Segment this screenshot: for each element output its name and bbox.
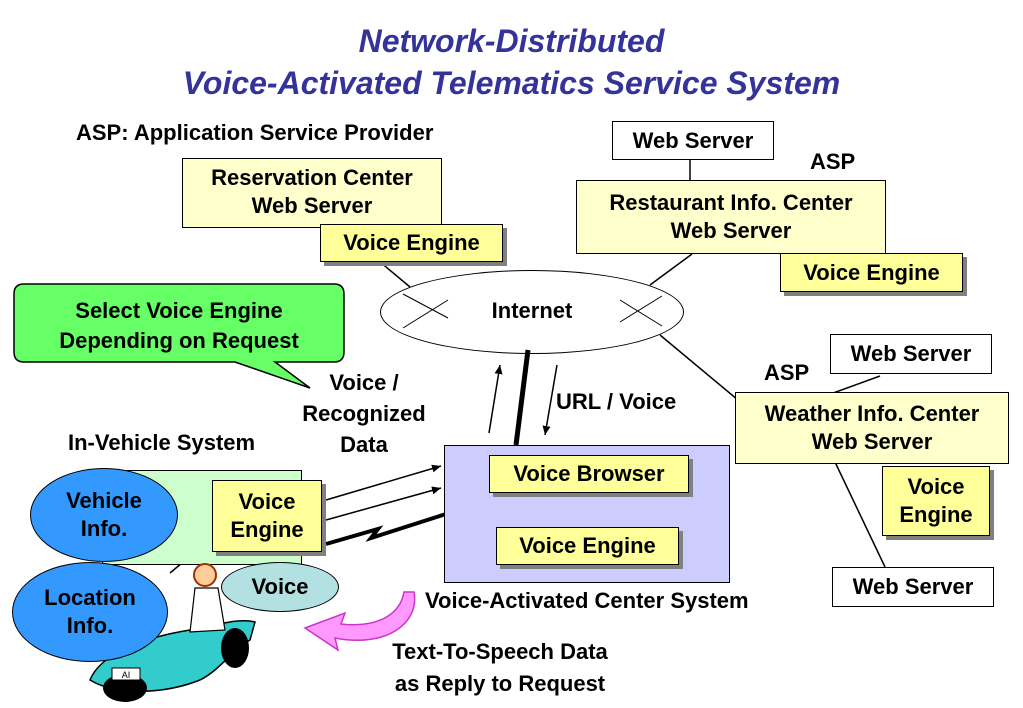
voice-browser-box: Voice Browser [489,455,689,493]
link-internet-weather [659,334,739,401]
tts-line-1: Text-To-Speech Data [392,639,608,664]
web-server-top: Web Server [612,121,774,160]
voice-recognized-line-3: Data [340,432,388,457]
location-info-line-1: Location [44,585,136,610]
voice-recognized-line-2: Recognized [302,401,426,426]
link-restaurant-internet [649,253,693,286]
weather-voice-engine: Voice Engine [882,466,990,536]
callout-line-1: Select Voice Engine [75,298,283,323]
vehicle-info-bubble: Vehicle Info. [30,468,178,562]
asp-label-restaurant: ASP [810,149,856,174]
voice-bubble: Voice [221,562,339,612]
weather-center-label: Weather Info. Center [764,401,980,426]
reservation-center-box: Reservation Center Web Server [182,158,442,228]
center-voice-engine: Voice Engine [496,527,679,565]
restaurant-center-label: Restaurant Info. Center [609,190,853,215]
link-reservation-internet [379,261,411,288]
reservation-voice-engine: Voice Engine [320,224,503,262]
tts-line-2: as Reply to Request [394,671,606,696]
title-line-2: Voice-Activated Telematics Service Syste… [182,65,841,101]
vehicle-voice-engine-line-1: Voice [238,489,296,514]
location-info-bubble: Location Info. [12,562,168,662]
in-vehicle-label: In-Vehicle System [68,430,256,455]
callout-text: Select Voice Engine Depending on Request [14,296,344,356]
voice-recognized-label: Voice / Recognized Data [286,367,442,460]
callout-bubble [13,283,345,389]
weather-center-box: Weather Info. Center Web Server [735,392,1009,464]
vehicle-info-line-1: Vehicle [66,488,142,513]
weather-voice-engine-line-2: Engine [899,502,973,527]
car-wheel-front [103,674,147,702]
driver-head [193,563,217,587]
weather-center-server: Web Server [811,429,933,454]
internet-cloud: Internet [380,270,684,354]
asp-label-weather: ASP [764,360,810,385]
tts-arrow [303,591,416,652]
reservation-center-server: Web Server [251,193,373,218]
driver-body [189,587,226,633]
location-info-line-2: Info. [66,613,114,638]
internet-label: Internet [491,298,573,323]
car-wheel-rear [221,628,249,668]
car-driver-illustration: AI [89,563,256,702]
center-system-label: Voice-Activated Center System [425,588,749,613]
callout-line-2: Depending on Request [59,328,299,353]
vehicle-voice-engine-line-2: Engine [230,517,304,542]
url-voice-label: URL / Voice [556,389,677,414]
web-server-bottom: Web Server [832,567,994,607]
title-line-1: Network-Distributed [358,23,665,59]
link-internet-center [513,349,531,446]
voice-bubble-label: Voice [251,574,309,599]
car-plate [111,667,141,681]
tts-label: Text-To-Speech Data as Reply to Request [350,636,650,700]
restaurant-center-server: Web Server [670,218,792,243]
reservation-center-label: Reservation Center [211,165,413,190]
vehicle-voice-engine: Voice Engine [212,480,322,552]
restaurant-voice-engine: Voice Engine [780,253,963,292]
restaurant-center-box: Restaurant Info. Center Web Server [576,180,886,254]
web-server-weather: Web Server [830,334,992,374]
vehicle-info-line-2: Info. [80,516,128,541]
weather-voice-engine-line-1: Voice [907,474,965,499]
link-weather-webserver2 [834,461,886,568]
asp-note: ASP: Application Service Provider [76,120,434,145]
voice-recognized-line-1: Voice / [329,370,399,395]
car-plate-text: AI [122,670,131,680]
